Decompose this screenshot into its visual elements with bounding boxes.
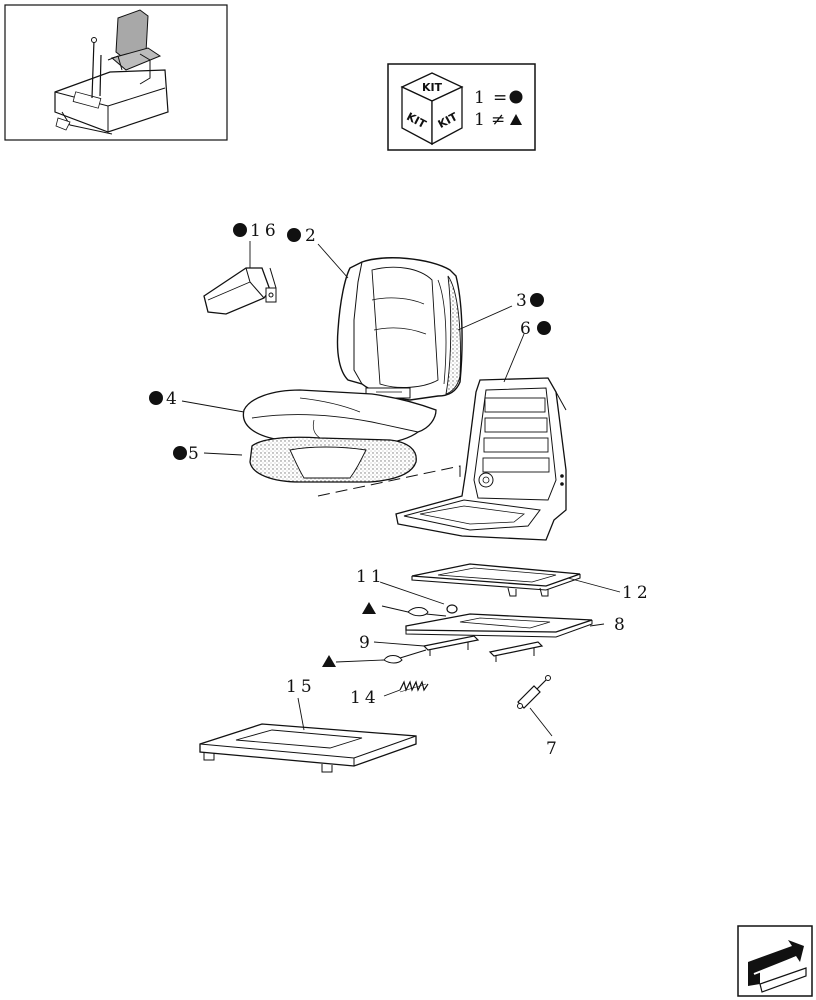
legend-triangle-marker [510, 114, 522, 125]
callout-5-label: 5 [188, 444, 203, 464]
callout-9-label: 9 [359, 633, 374, 653]
backrest-part [336, 257, 463, 401]
armrest-part [203, 267, 277, 315]
next-page-arrow-icon[interactable] [737, 925, 813, 997]
callout-14-label: 14 [350, 688, 380, 708]
callout-16-label: 16 [250, 221, 280, 241]
callout-5-marker [173, 446, 187, 460]
callout-3-marker [530, 293, 544, 307]
kit-face-top: KIT [422, 81, 443, 94]
callout-lever-a-marker [362, 602, 376, 614]
pin-part [446, 604, 458, 614]
cushion-foam-part [249, 436, 417, 483]
callout-2-marker [287, 228, 301, 242]
callout-4-label: 4 [166, 389, 181, 409]
callout-15-label: 15 [286, 677, 316, 697]
slide-plate-part [405, 613, 593, 638]
alignment-dashed-line [317, 465, 461, 497]
kit-legend: KIT KIT KIT 1 = 1 ≠ [387, 63, 536, 151]
callouts: 16 2 3 6 4 5 11 12 8 9 15 14 7 [149, 221, 652, 759]
callout-12-label: 12 [622, 583, 652, 603]
callout-4-marker [149, 391, 163, 405]
spring-part [399, 680, 429, 693]
callout-3-label: 3 [516, 291, 531, 311]
callout-6-marker [537, 321, 551, 335]
machine-thumbnail-icon[interactable] [4, 4, 228, 141]
rail-part [422, 635, 544, 662]
top-plate-part [411, 563, 581, 597]
callout-7-label: 7 [546, 739, 561, 759]
callout-11-label: 11 [356, 567, 386, 587]
callout-lever-b-marker [322, 655, 336, 667]
damper-part [517, 675, 551, 709]
legend-row-1-sign: = [493, 88, 510, 108]
callout-16-marker [233, 223, 247, 237]
base-part [199, 723, 417, 773]
kit-cube-icon: KIT KIT KIT [400, 72, 464, 146]
legend-row-2-sign: ≠ [491, 110, 508, 130]
legend-circle-marker [509, 90, 523, 104]
legend-row-2-qty: 1 [474, 110, 488, 130]
lever-b-part [383, 649, 427, 664]
legend-row-1-qty: 1 [474, 88, 488, 108]
seat-frame-part [395, 377, 567, 541]
leader-lines [181, 241, 621, 737]
callout-6-label: 6 [520, 319, 535, 339]
callout-2-label: 2 [305, 226, 320, 246]
lever-a-part [407, 607, 447, 617]
callout-8-label: 8 [614, 615, 629, 635]
